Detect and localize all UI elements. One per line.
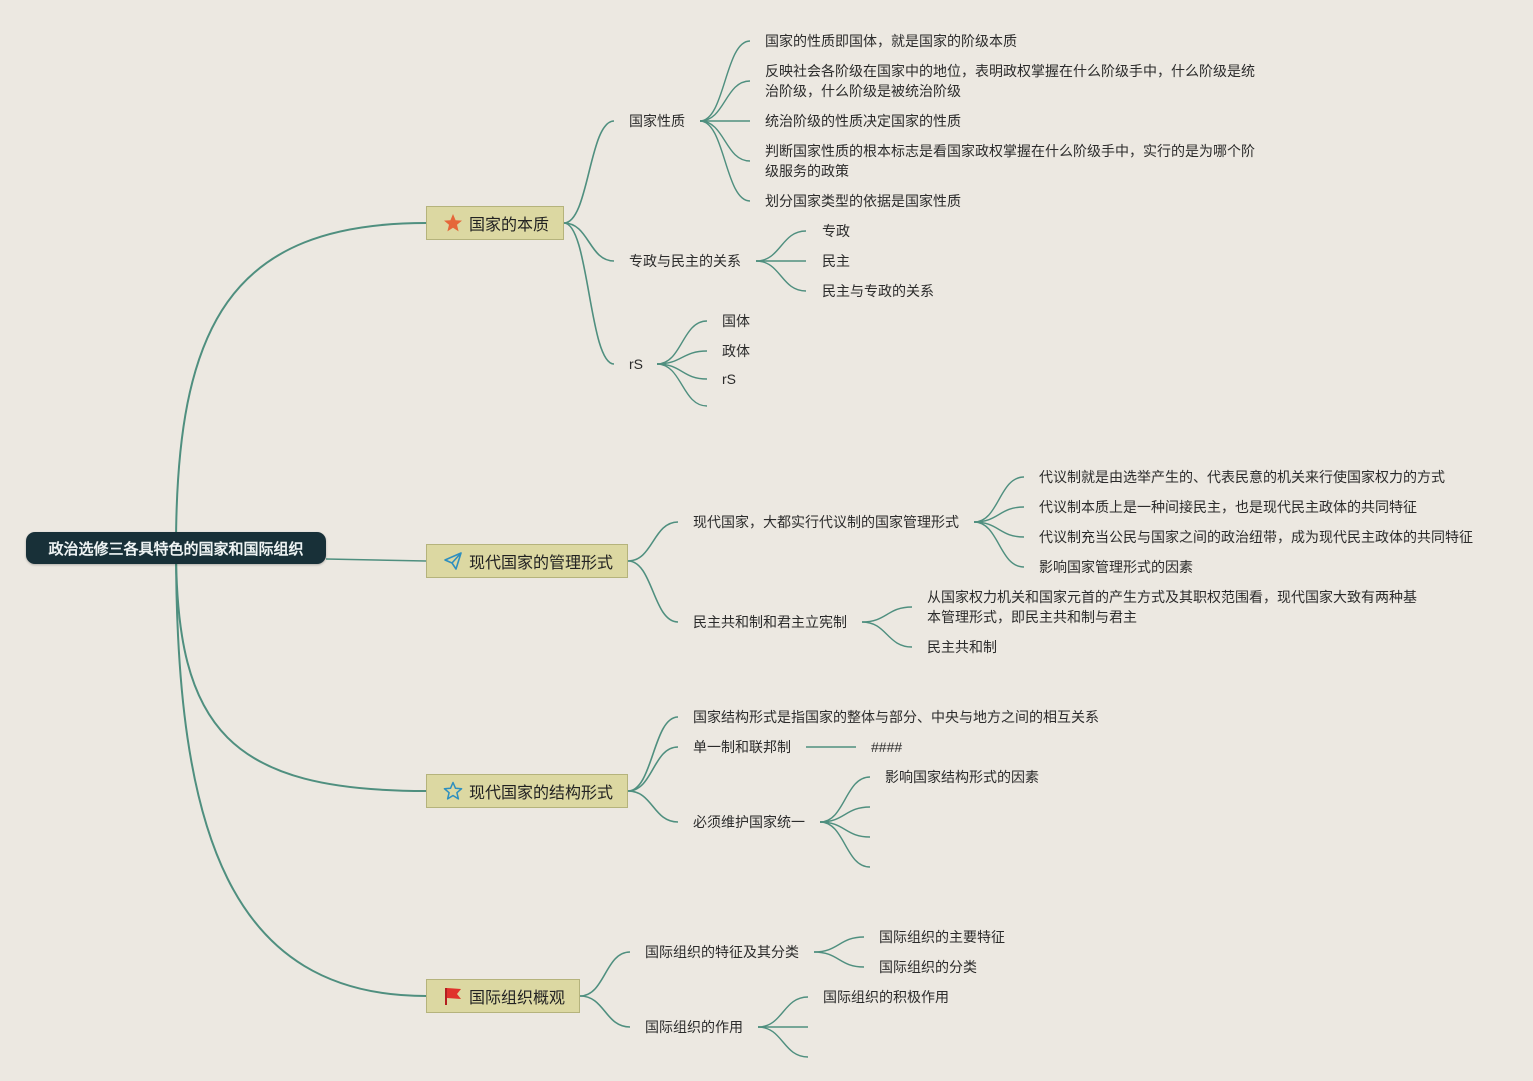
connector-line (627, 790, 679, 823)
connector-line (175, 547, 427, 997)
leaf-topic[interactable]: 民主 (822, 253, 850, 269)
leaf-topic[interactable]: 政体 (722, 343, 750, 359)
subtopic-state-nature[interactable]: 国家性质 (629, 113, 685, 129)
connector-line (627, 746, 679, 792)
connector-line (813, 951, 865, 968)
subtopic-national-unity[interactable]: 必须维护国家统一 (693, 814, 805, 830)
main-topic-structure-form[interactable]: 现代国家的结构形式 (426, 774, 628, 808)
main-topic-management-form[interactable]: 现代国家的管理形式 (426, 544, 628, 578)
connector-line (819, 806, 871, 823)
connector-line (656, 320, 708, 365)
connector-line (325, 558, 427, 562)
root-topic[interactable]: 政治选修三各具特色的国家和国际组织 (26, 532, 326, 564)
flag-icon (443, 986, 463, 1006)
leaf-topic[interactable]: 国际组织的主要特征 (879, 929, 1005, 945)
paper-plane-icon (443, 551, 463, 571)
connector-line (755, 260, 807, 292)
leaf-topic[interactable]: rS (722, 371, 736, 387)
leaf-topic[interactable]: 反映社会各阶级在国家中的地位，表明政权掌握在什么阶级手中，什么阶级是统治阶级，什… (765, 63, 1255, 99)
leaf-topic[interactable]: 国体 (722, 313, 750, 329)
connector-line (699, 80, 751, 122)
connector-line (699, 120, 751, 202)
leaf-topic[interactable]: 代议制本质上是一种间接民主，也是现代民主政体的共同特征 (1039, 499, 1417, 515)
subtopic-unitary-federal[interactable]: 单一制和联邦制 (693, 739, 791, 755)
connector-line (563, 222, 615, 262)
connector-line (656, 363, 708, 380)
connector-line (656, 363, 708, 407)
connector-line (627, 716, 679, 792)
subtopic-intl-org-role[interactable]: 国际组织的作用 (645, 1019, 743, 1035)
connector-line (175, 547, 427, 792)
connector-line (813, 936, 865, 953)
connector-line (699, 120, 751, 162)
connector-line (757, 1026, 809, 1058)
star-filled-icon (443, 213, 463, 233)
connector-line (973, 506, 1025, 523)
connector-line (175, 222, 427, 549)
main-topic-label: 国家的本质 (469, 217, 550, 234)
leaf-topic[interactable]: 国际组织的分类 (879, 959, 977, 975)
connector-line (973, 476, 1025, 523)
connector-line (579, 951, 631, 997)
subtopic-representative-system[interactable]: 现代国家，大都实行代议制的国家管理形式 (693, 514, 959, 530)
leaf-topic[interactable]: 划分国家类型的依据是国家性质 (765, 193, 961, 209)
connector-line (627, 560, 679, 623)
connector-line (699, 40, 751, 122)
subtopic-dictatorship-democracy[interactable]: 专政与民主的关系 (629, 253, 741, 269)
main-topic-intl-org[interactable]: 国际组织概观 (426, 979, 580, 1013)
connector-line (819, 776, 871, 823)
leaf-topic[interactable]: 专政 (822, 223, 850, 239)
subtopic-republic-monarchy[interactable]: 民主共和制和君主立宪制 (693, 614, 847, 630)
subtopic-rs[interactable]: rS (629, 356, 643, 372)
leaf-topic[interactable]: 判断国家性质的根本标志是看国家政权掌握在什么阶级手中，实行的是为哪个阶级服务的政… (765, 143, 1255, 179)
main-topic-label: 国际组织概观 (469, 990, 566, 1007)
connector-line (861, 621, 913, 648)
leaf-topic[interactable]: 代议制充当公民与国家之间的政治纽带，成为现代民主政体的共同特征 (1039, 529, 1473, 545)
subtopic-structure-definition[interactable]: 国家结构形式是指国家的整体与部分、中央与地方之间的相互关系 (693, 709, 1099, 725)
leaf-topic[interactable]: #### (871, 739, 903, 755)
leaf-topic[interactable]: 民主与专政的关系 (822, 283, 934, 299)
connector-line (757, 996, 809, 1028)
main-topic-label: 现代国家的结构形式 (469, 785, 614, 802)
subtopic-intl-org-features[interactable]: 国际组织的特征及其分类 (645, 944, 799, 960)
star-outline-icon (443, 781, 463, 801)
leaf-topic[interactable]: 影响国家管理形式的因素 (1039, 559, 1193, 575)
connector-line (861, 606, 913, 623)
connector-line (579, 995, 631, 1028)
connector-line (627, 521, 679, 562)
leaf-topic[interactable]: 影响国家结构形式的因素 (885, 769, 1039, 785)
leaf-topic[interactable]: 统治阶级的性质决定国家的性质 (765, 113, 961, 129)
connector-line (819, 821, 871, 868)
connector-line (973, 521, 1025, 568)
leaf-topic[interactable]: 民主共和制 (927, 639, 997, 655)
connector-line (563, 120, 615, 224)
leaf-topic[interactable]: 国际组织的积极作用 (823, 989, 949, 1005)
connector-line (755, 230, 807, 262)
leaf-topic[interactable]: 从国家权力机关和国家元首的产生方式及其职权范围看，现代国家大致有两种基本管理形式… (927, 589, 1417, 625)
leaf-topic[interactable]: 代议制就是由选举产生的、代表民意的机关来行使国家权力的方式 (1039, 469, 1445, 485)
main-topic-state-nature[interactable]: 国家的本质 (426, 206, 564, 240)
leaf-topic[interactable]: 国家的性质即国体，就是国家的阶级本质 (765, 33, 1017, 49)
connector-line (563, 222, 615, 365)
main-topic-label: 现代国家的管理形式 (469, 555, 614, 572)
